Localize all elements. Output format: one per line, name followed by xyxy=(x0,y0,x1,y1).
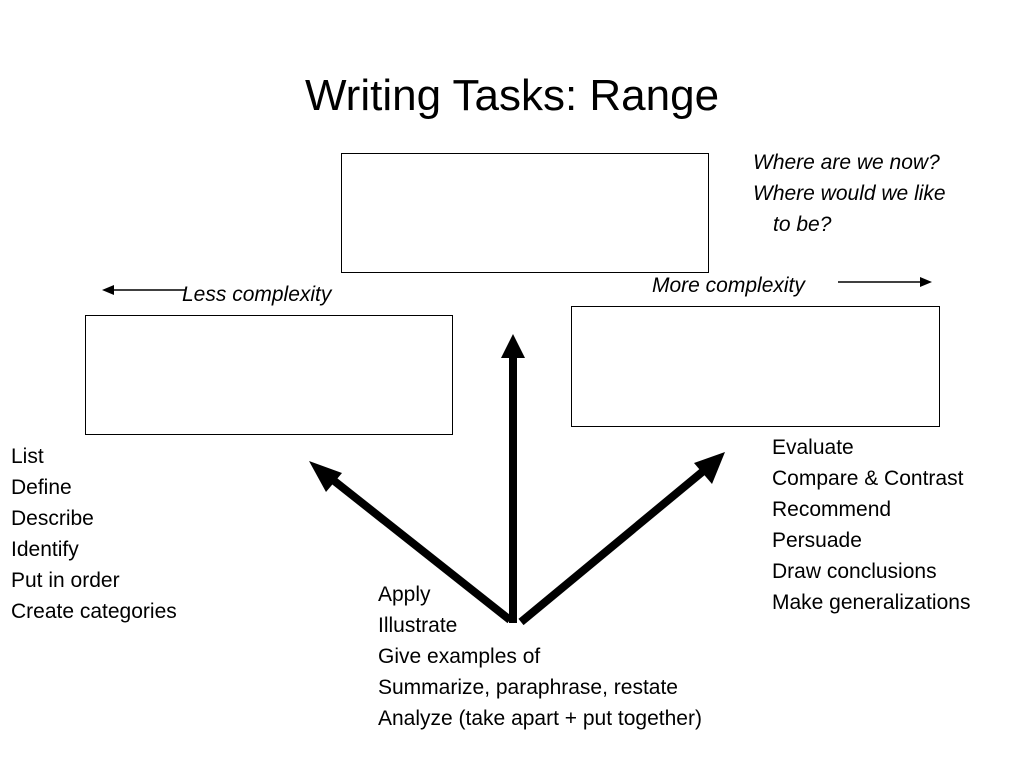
note-line-2: Where would we like xyxy=(753,182,946,205)
list-item: Identify xyxy=(11,538,79,561)
list-item: Summarize, paraphrase, restate xyxy=(378,676,678,699)
less-complexity-arrowhead xyxy=(102,285,114,295)
list-item: Describe xyxy=(11,507,94,530)
list-item: List xyxy=(11,445,44,468)
less-complexity-label: Less complexity xyxy=(182,283,332,306)
more-complexity-label: More complexity xyxy=(652,274,805,297)
left-empty-box xyxy=(85,315,453,435)
top-arrowhead xyxy=(501,334,525,358)
list-item: Create categories xyxy=(11,600,177,623)
list-item: Persuade xyxy=(772,529,862,552)
question-note: Where are we now? Where would we like to… xyxy=(753,147,946,240)
page-title: Writing Tasks: Range xyxy=(304,71,720,120)
list-item: Put in order xyxy=(11,569,120,592)
right-empty-box xyxy=(571,306,940,427)
note-line-3: to be? xyxy=(773,213,832,236)
more-complexity-arrowhead xyxy=(920,277,932,287)
list-item: Apply xyxy=(378,583,431,606)
left-arrowhead xyxy=(309,461,342,492)
list-item: Give examples of xyxy=(378,645,541,668)
list-item: Illustrate xyxy=(378,614,458,637)
list-item: Draw conclusions xyxy=(772,560,937,583)
high-complexity-task-list: Evaluate Compare & Contrast Recommend Pe… xyxy=(772,432,970,618)
note-line-1: Where are we now? xyxy=(753,151,940,174)
list-item: Evaluate xyxy=(772,436,854,459)
list-item: Analyze (take apart + put together) xyxy=(378,707,702,730)
top-empty-box xyxy=(341,153,709,273)
right-arrowhead xyxy=(694,452,725,484)
list-item: Recommend xyxy=(772,498,892,521)
list-item: Make generalizations xyxy=(772,591,971,614)
list-item: Define xyxy=(11,476,72,499)
low-complexity-task-list: List Define Describe Identify Put in ord… xyxy=(11,441,177,627)
mid-complexity-task-list: Apply Illustrate Give examples of Summar… xyxy=(378,579,702,734)
list-item: Compare & Contrast xyxy=(772,467,964,490)
